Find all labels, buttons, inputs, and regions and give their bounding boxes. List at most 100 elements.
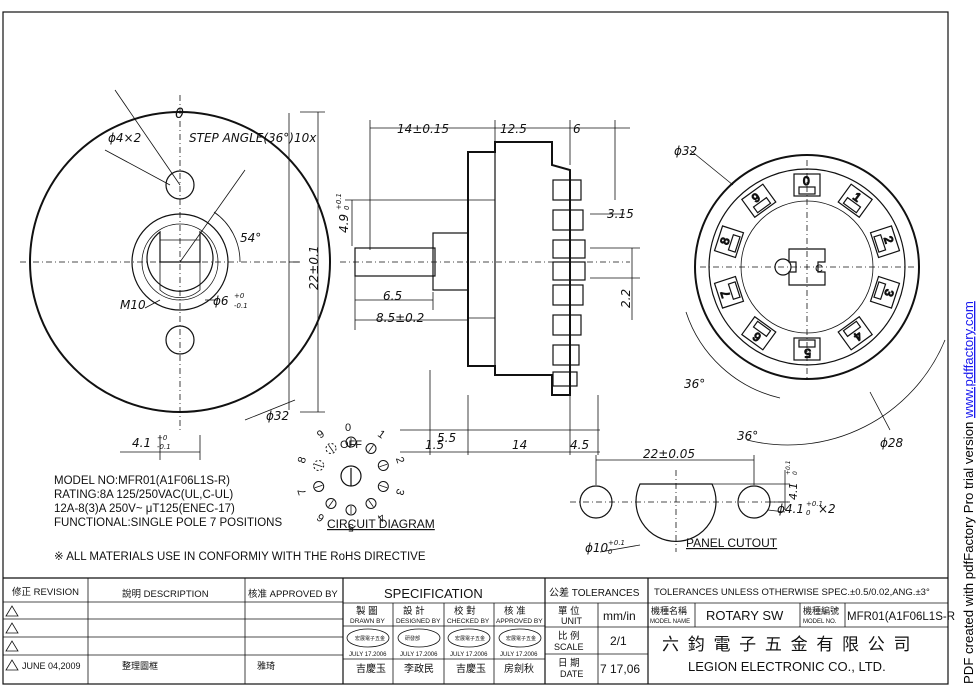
watermark-text: PDF created with pdfFactory Pro trial ve… bbox=[961, 418, 976, 684]
dim-12-5: 12.5 bbox=[500, 122, 527, 136]
panel-side-holes-tol-top: +0.1 bbox=[806, 500, 823, 508]
panel-flat-tol-top: +0.1 bbox=[785, 460, 792, 475]
model-name-cn: 機種名稱 bbox=[651, 605, 687, 616]
pdf-watermark: PDF created with pdfFactory Pro trial ve… bbox=[961, 301, 976, 684]
circuit-off-label: OFF bbox=[340, 439, 362, 451]
circuit-title: CIRCUIT DIAGRAM bbox=[327, 517, 435, 531]
panel-flat-dimension: 4.1 bbox=[787, 483, 800, 501]
date-value: 7 17,06 bbox=[600, 662, 640, 676]
note-rohs: ※ ALL MATERIALS USE IN CONFORMIY WITH TH… bbox=[54, 551, 426, 563]
svg-text:PDF created with pdfFactory Pr: PDF created with pdfFactory Pro trial ve… bbox=[961, 301, 976, 684]
checked-cn: 校 對 bbox=[454, 605, 476, 617]
rear-terminal-label: 8 bbox=[717, 235, 732, 246]
rear-terminal-label: 0 bbox=[803, 174, 810, 188]
rear-terminal-7: 7 bbox=[713, 275, 745, 309]
tolerances-header: 公差 TOLERANCES bbox=[549, 586, 640, 599]
designed-cn: 設 計 bbox=[403, 605, 425, 617]
circuit-contact-9 bbox=[325, 443, 337, 454]
circuit-position-2: 2 bbox=[393, 456, 406, 466]
rear-terminal-label: 2 bbox=[881, 234, 896, 245]
rear-terminal-2: 2 bbox=[869, 225, 901, 259]
stamp-2-org: 研發部 bbox=[405, 635, 420, 642]
circuit-off-zero: 0 bbox=[345, 422, 351, 434]
circuit-contact-tick bbox=[368, 445, 374, 452]
front-view: 0 ϕ4×2 STEP ANGLE(36°)10x 54° 22±0.1 M10… bbox=[20, 89, 331, 460]
stamp-1: 宏展電子五金 JULY 17.2006 吉慶玉 bbox=[346, 628, 390, 675]
stamp-2-date: JULY 17.2006 bbox=[400, 652, 438, 658]
panel-side-holes-tol-bottom: 0 bbox=[806, 509, 811, 517]
panel-cutout: 22±0.05 ϕ10 +0.1 0 4.1 +0.1 0 ϕ4.1 +0.1 … bbox=[570, 447, 836, 556]
sheet-border bbox=[2, 11, 949, 685]
model-no-value: MFR01(A1F06L1S-R bbox=[847, 611, 955, 623]
rear-terminal-3: 3 bbox=[869, 275, 901, 309]
approved-cn: 核 准 bbox=[504, 605, 526, 617]
dim-1-5: 1.5 bbox=[425, 438, 444, 452]
front-zero-label: 0 bbox=[175, 106, 184, 122]
circuit-contact-1 bbox=[365, 443, 377, 454]
dim-14-015: 14±0.15 bbox=[397, 122, 449, 136]
note-rating1: RATING:8A 125/250VAC(UL,C-UL) bbox=[54, 489, 233, 501]
unit-value: mm/in bbox=[603, 609, 636, 623]
stamp-3-org: 宏展電子五金 bbox=[455, 635, 485, 642]
circuit-position-8: 8 bbox=[296, 455, 309, 465]
panel-center-hole-tol-top: +0.1 bbox=[608, 539, 625, 547]
panel-center-hole bbox=[635, 483, 717, 542]
stamp-3: 宏展電子五金 JULY 17.2006 吉慶玉 bbox=[447, 628, 491, 675]
revision-date: JUNE 04,2009 bbox=[22, 661, 81, 671]
rear-center-label: C bbox=[815, 263, 823, 275]
unit-en: UNIT bbox=[561, 616, 582, 626]
approved-en: APPROVED BY bbox=[496, 618, 543, 625]
drawn-cn: 製 圖 bbox=[356, 605, 378, 617]
rear-outer-dimension: ϕ32 bbox=[674, 144, 697, 158]
shaft-tol-top: +0 bbox=[234, 292, 245, 300]
height-dimension: 22±0.1 bbox=[307, 246, 321, 290]
title-block: 修正 REVISION 說明 DESCRIPTION 核准 APPROVED B… bbox=[3, 577, 955, 684]
stamp-1-name: 吉慶玉 bbox=[356, 662, 386, 675]
dim-5-5: 5.5 bbox=[437, 431, 456, 445]
dim-4-5: 4.5 bbox=[570, 438, 589, 452]
circuit-contact-8 bbox=[313, 460, 325, 471]
flat-tol-bottom: -0.1 bbox=[157, 443, 171, 451]
dim-6: 6 bbox=[573, 122, 581, 136]
dim-8-5: 8.5±0.2 bbox=[376, 311, 424, 325]
mount-hole-top bbox=[165, 170, 195, 200]
unit-cn: 單 位 bbox=[558, 605, 580, 617]
stamp-4-name: 房劍秋 bbox=[504, 662, 534, 675]
rear-inner-dimension: ϕ28 bbox=[880, 436, 904, 450]
stamp-4: 宏展電子五金 JULY 17.2006 房劍秋 bbox=[498, 628, 542, 675]
bushing bbox=[432, 232, 469, 291]
side-view: 14±0.15 12.5 6 4.9 +0.1 0 3.15 6.5 8.5±0… bbox=[335, 120, 640, 455]
panel-flat-tol-bottom: 0 bbox=[792, 471, 799, 475]
circuit-position-6: 6 bbox=[315, 511, 327, 524]
company-cn: 六 鈞 電 子 五 金 有 限 公 司 bbox=[662, 635, 913, 654]
panel-cutout-title: PANEL CUTOUT bbox=[686, 536, 778, 550]
flat-tol-top: +0 bbox=[157, 434, 168, 442]
circuit-position-3: 3 bbox=[393, 487, 406, 497]
shaft-tol-bottom: -0.1 bbox=[234, 302, 248, 310]
dim-4-9: 4.9 bbox=[337, 214, 351, 233]
scale-value: 2/1 bbox=[610, 634, 627, 648]
mount-hole-bottom bbox=[165, 325, 195, 355]
step-angle-note: STEP ANGLE(36°)10x bbox=[189, 131, 317, 145]
rear-terminal-label: 6 bbox=[750, 329, 764, 344]
rear-center-contact bbox=[788, 248, 826, 286]
panel-width-dimension: 22±0.05 bbox=[643, 447, 695, 461]
stamp-1-date: JULY 17.2006 bbox=[349, 652, 387, 658]
stamp-3-date: JULY 17.2006 bbox=[450, 652, 488, 658]
approved-header: 核准 APPROVED BY bbox=[248, 588, 338, 600]
rear-terminal-8: 8 bbox=[713, 225, 745, 259]
date-en: DATE bbox=[560, 669, 583, 679]
dim-4-9-tol-bottom: 0 bbox=[343, 205, 351, 210]
model-name-en: MODEL NAME bbox=[650, 619, 690, 625]
angle-dimension: 54° bbox=[240, 231, 261, 245]
circuit-contact-3 bbox=[377, 481, 389, 492]
stamp-4-org: 宏展電子五金 bbox=[506, 635, 536, 642]
stamp-2: 研發部 JULY 17.2006 李政民 bbox=[397, 628, 441, 675]
rear-terminal-label: 1 bbox=[850, 189, 864, 204]
watermark-link[interactable]: www.pdffactory.com bbox=[961, 301, 976, 419]
checked-en: CHECKED BY bbox=[447, 618, 490, 625]
stamp-1-org: 宏展電子五金 bbox=[355, 635, 385, 642]
rear-terminal-label: 5 bbox=[804, 346, 811, 360]
front-outer-dimension: ϕ32 bbox=[266, 409, 289, 423]
